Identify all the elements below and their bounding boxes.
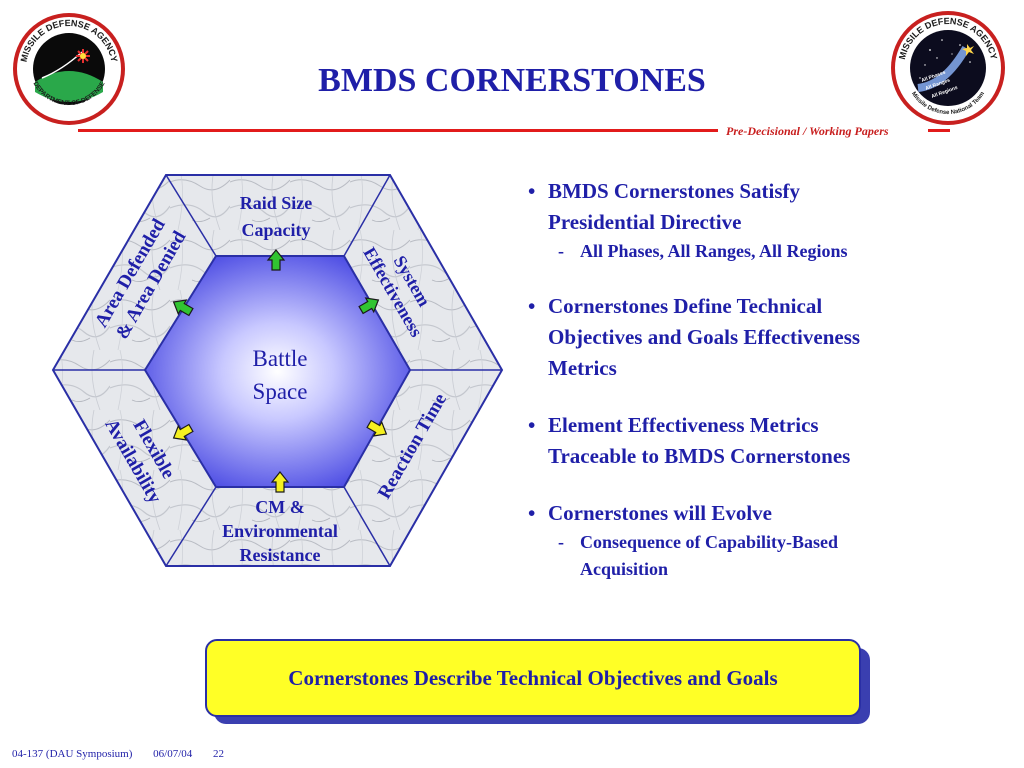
arrow-lower-left-icon [172,423,194,441]
cm-label-1: CM & [255,497,304,517]
bullet-item: • Cornerstones Define Technical Objectiv… [528,291,1008,384]
arrow-lower-right-icon [366,419,388,437]
battle-space-core [143,255,412,488]
sub-marker: - [558,241,564,261]
bullet-4-sub-line-1: Consequence of Capability-Based [580,532,839,552]
sub-marker: - [558,532,564,552]
bullet-3-line-1: Element Effectiveness Metrics [548,413,819,437]
cm-label-3: Resistance [240,545,321,565]
bullet-item: • Element Effectiveness Metrics Traceabl… [528,410,1008,472]
center-label-2: Space [253,379,308,404]
bullet-1-line-1: BMDS Cornerstones Satisfy [548,179,800,203]
bullet-marker: • [528,413,536,437]
center-label-1: Battle [253,346,308,371]
bullet-1-sub-1: All Phases, All Ranges, All Regions [580,241,848,261]
arrow-upper-right-icon [358,297,380,315]
mda-seal-left: MISSILE DEFENSE AGENCY DEPARTMENT OF DEF… [12,12,126,126]
raid-size-label-1: Raid Size [240,193,313,213]
footer-page-number: 22 [213,748,225,760]
bullet-1-line-2: Presidential Directive [548,210,742,234]
sub-bullet-item: - All Phases, All Ranges, All Regions [528,238,1008,265]
arrow-top-icon [266,249,286,271]
bullet-list: • BMDS Cornerstones Satisfy Presidential… [528,176,1008,583]
bullet-marker: • [528,179,536,203]
header-rule [78,129,718,132]
footer-date: 06/07/04 [153,748,193,760]
classification-label: Pre-Decisional / Working Papers [726,124,889,138]
cornerstones-diagram: Battle Space Raid Size Capacity CM & Env… [50,170,510,575]
bullet-item: • Cornerstones will Evolve [528,498,1008,529]
arrow-upper-left-icon [172,299,194,317]
bullet-3-line-2: Traceable to BMDS Cornerstones [548,444,851,468]
arrow-bottom-icon [270,471,290,493]
bullet-4-sub-line-2: Acquisition [580,559,669,579]
page-title: BMDS CORNERSTONES [318,62,706,99]
header-rule-end [928,129,950,132]
footer-doc-id: 04-137 (DAU Symposium) [12,748,133,760]
bullet-2-line-2: Objectives and Goals Effectiveness [548,325,861,349]
sub-bullet-item: - Consequence of Capability-Based Acquis… [528,529,1008,583]
raid-size-label-2: Capacity [242,220,311,240]
callout-box: Cornerstones Describe Technical Objectiv… [205,639,861,717]
mda-seal-right: All Phases All Ranges All Regions MISSIL… [890,10,1006,126]
bullet-marker: • [528,501,536,525]
bullet-item: • BMDS Cornerstones Satisfy Presidential… [528,176,1008,238]
bullet-2-line-3: Metrics [548,356,617,380]
footer: 04-137 (DAU Symposium) 06/07/04 22 [12,748,242,760]
callout-text: Cornerstones Describe Technical Objectiv… [288,665,778,690]
bullet-4-line-1: Cornerstones will Evolve [548,501,772,525]
bullet-marker: • [528,294,536,318]
cm-label-2: Environmental [222,521,338,541]
bullet-2-line-1: Cornerstones Define Technical [548,294,823,318]
